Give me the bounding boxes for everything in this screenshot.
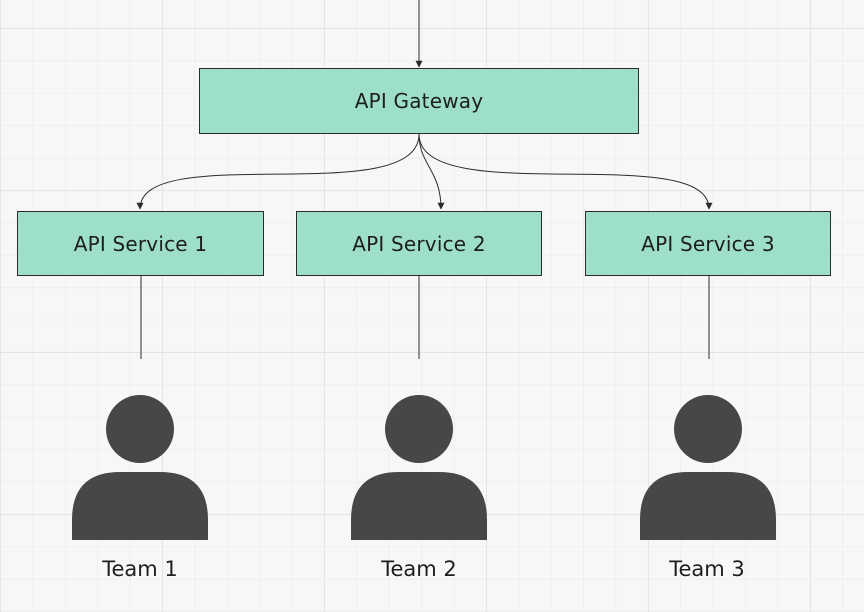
team-2-label: Team 2 — [381, 557, 457, 581]
person-icon — [72, 395, 208, 540]
api-service-3-box[interactable]: API Service 3 — [585, 211, 831, 276]
person-icon — [351, 395, 487, 540]
api-service-2-box[interactable]: API Service 2 — [296, 211, 542, 276]
gateway-to-service-1-arrow — [136, 133, 420, 210]
gateway-to-service-3-arrow — [418, 133, 713, 210]
api-service-1-box[interactable]: API Service 1 — [17, 211, 264, 276]
api-gateway-box[interactable]: API Gateway — [199, 68, 639, 134]
gateway-to-service-2-arrow — [418, 133, 445, 210]
person-icon — [640, 395, 776, 540]
team-1-label: Team 1 — [102, 557, 178, 581]
team-3-label: Team 3 — [669, 557, 745, 581]
